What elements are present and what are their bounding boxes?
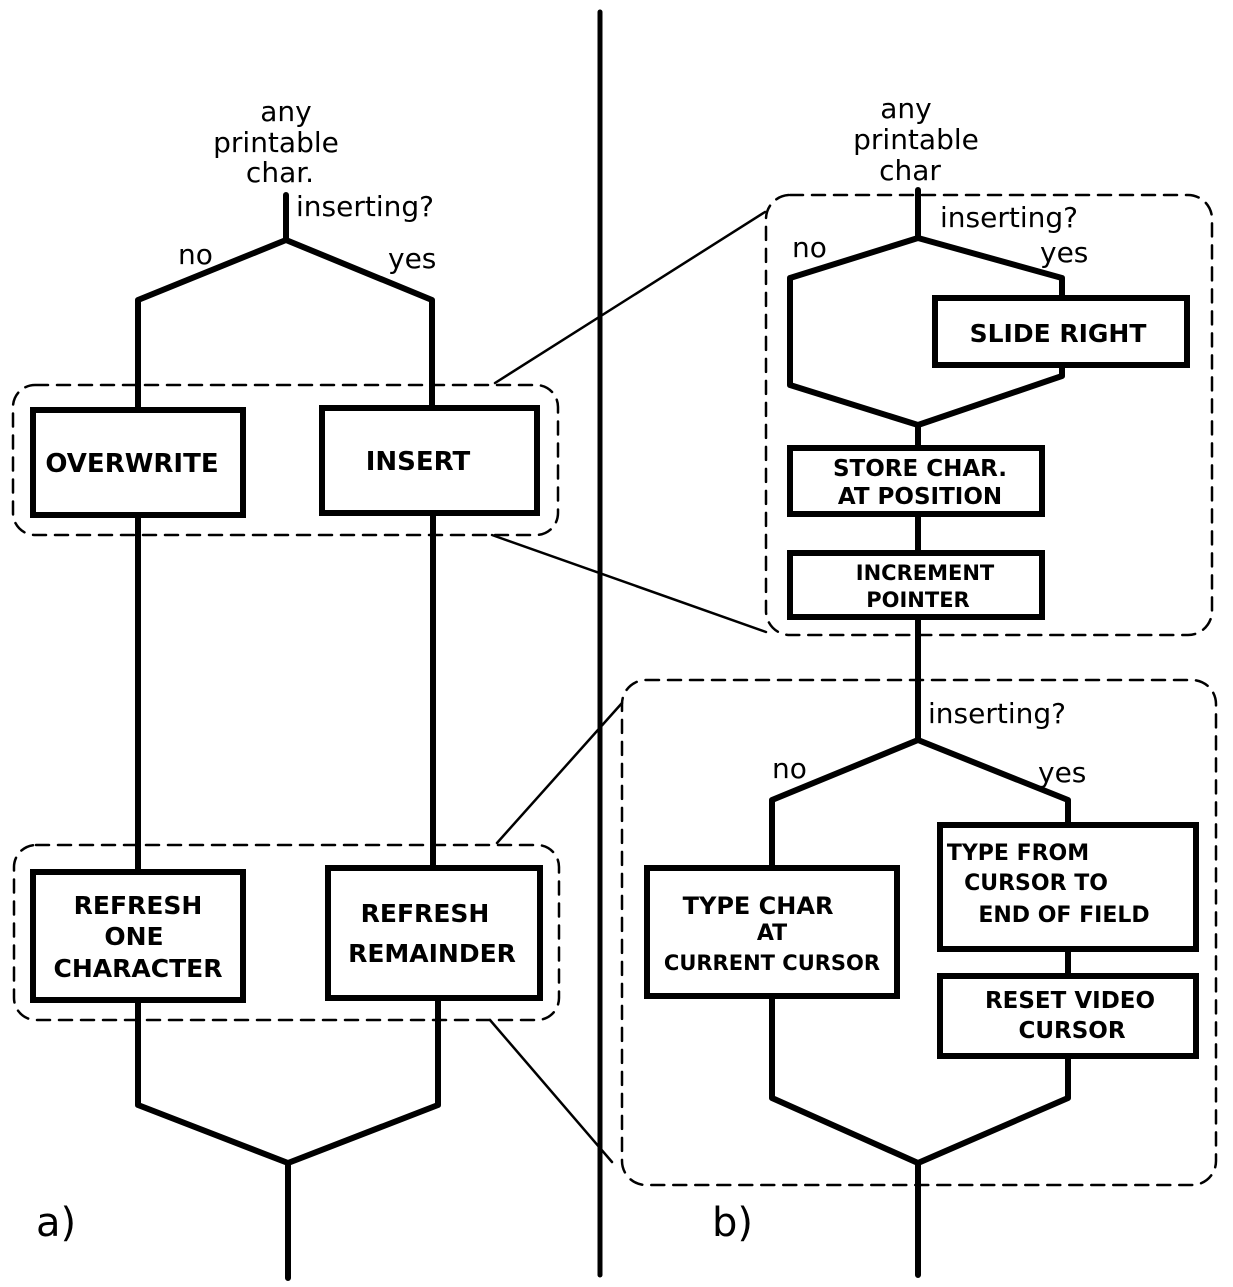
reset-video-line-1: RESET VIDEO [985, 988, 1155, 1014]
panel-a-merge [135, 995, 441, 1281]
refresh-one-box [30, 869, 246, 1003]
panel-a-group-bottom [12, 843, 561, 1022]
overwrite-box [30, 407, 246, 518]
panel-b-label: b) [712, 1200, 753, 1246]
type-char-line-3: CURRENT CURSOR [664, 951, 880, 975]
refresh-remainder-line-1: REFRESH [361, 899, 490, 928]
panel-a-decision-label: inserting? [296, 190, 434, 223]
panel-b-decision-2-label: inserting? [928, 697, 1066, 730]
reset-video-line-2: CURSOR [1018, 1018, 1125, 1044]
panel-b-input-line-3: char [879, 154, 941, 187]
type-from-line-2: CURSOR TO [964, 871, 1108, 896]
panel-b-decision-1-yes: yes [1040, 236, 1088, 269]
panel-b-decision-1-split [787, 187, 1065, 451]
panel-a-group-top [11, 383, 560, 537]
increment-pointer-line-1: INCREMENT [856, 561, 995, 585]
panel-a-decision-split [135, 192, 435, 413]
panel-a: any printable char. inserting? no yes OV… [11, 95, 561, 1281]
type-char-line-1: TYPE CHAR [683, 892, 834, 920]
refresh-remainder-box [325, 865, 543, 1001]
panel-b-merge [769, 993, 1071, 1278]
panel-a-branch-yes: yes [388, 242, 436, 275]
type-char-box [644, 865, 900, 999]
panel-b-decision-1-label: inserting? [940, 201, 1078, 234]
panel-b-input-line-1: any [880, 92, 931, 125]
type-char-line-2: AT [757, 921, 787, 946]
refresh-one-line-2: ONE [104, 922, 163, 951]
refresh-one-line-3: CHARACTER [54, 954, 223, 983]
panel-b: any printable char inserting? no yes SLI… [620, 92, 1218, 1278]
zoom-connector-lines [488, 210, 768, 1164]
type-from-line-1: TYPE FROM [947, 841, 1089, 866]
increment-pointer-line-2: POINTER [866, 588, 969, 612]
panel-a-label: a) [36, 1200, 76, 1246]
panel-a-vertical-flows [135, 510, 436, 875]
panel-b-decision-1-no: no [792, 231, 827, 264]
panel-a-input-line-1: any [260, 95, 311, 128]
slide-right-box [932, 295, 1190, 368]
panel-a-input-line-2: printable [213, 126, 339, 159]
panel-b-input-line-2: printable [853, 123, 979, 156]
panel-a-input-line-3: char. [246, 156, 314, 189]
store-char-line-2: AT POSITION [838, 484, 1002, 510]
panel-a-branch-no: no [178, 238, 213, 271]
slide-right-label: SLIDE RIGHT [970, 319, 1147, 348]
overwrite-label: OVERWRITE [45, 449, 218, 479]
panel-b-group-top [764, 193, 1214, 637]
insert-label: INSERT [366, 447, 471, 477]
panel-b-decision-2-yes: yes [1038, 756, 1086, 789]
panel-b-decision-2-split [769, 737, 1071, 871]
insert-box [319, 405, 540, 516]
store-char-line-1: STORE CHAR. [833, 456, 1007, 482]
refresh-one-line-1: REFRESH [74, 891, 203, 920]
type-from-line-3: END OF FIELD [978, 903, 1149, 928]
refresh-remainder-line-2: REMAINDER [348, 939, 516, 968]
increment-pointer-box [787, 550, 1045, 620]
panel-b-decision-2-no: no [772, 752, 807, 785]
